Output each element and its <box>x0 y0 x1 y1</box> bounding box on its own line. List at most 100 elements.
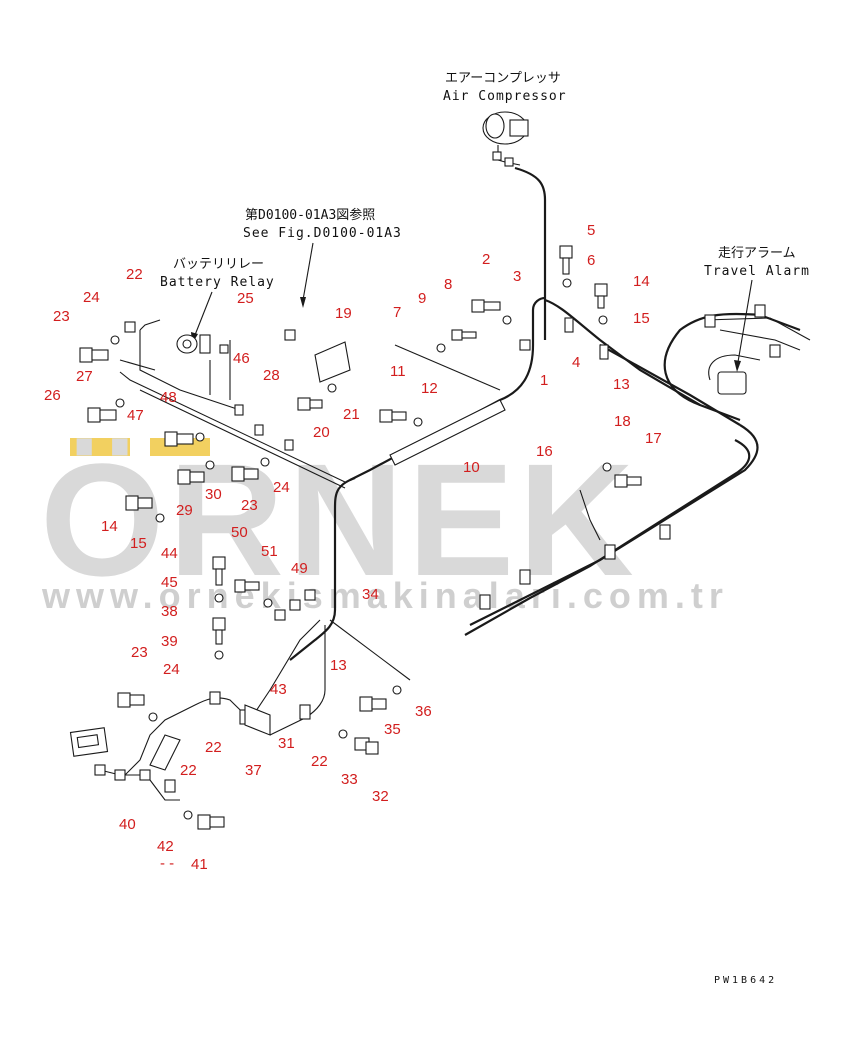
callout-13-lower: 13 <box>330 657 347 674</box>
callout-15-left: 15 <box>130 535 147 552</box>
callout-49: 49 <box>291 560 308 577</box>
callout-26: 26 <box>44 387 61 404</box>
callout-18: 18 <box>614 413 631 430</box>
bolt-26 <box>87 407 117 423</box>
callout-36: 36 <box>415 703 432 720</box>
callout-8: 8 <box>444 276 452 293</box>
callout-6: 6 <box>587 252 595 269</box>
drawing-code: PW1B642 <box>714 975 777 986</box>
bolt-20 <box>297 397 323 411</box>
bolt-23-lower <box>117 692 145 708</box>
battery-relay <box>176 334 211 354</box>
callout-numbers: 1 2 3 4 5 6 7 8 9 10 11 12 13 14 14 15 1… <box>44 222 662 873</box>
travel-alarm-label-jp: 走行アラーム <box>718 246 796 261</box>
callout-29: 29 <box>176 502 193 519</box>
callout-30: 30 <box>205 486 222 503</box>
callout-21: 21 <box>343 406 360 423</box>
callout-3: 3 <box>513 268 521 285</box>
callout-20: 20 <box>313 424 330 441</box>
callout-24-lower: 24 <box>163 661 180 678</box>
callout-2: 2 <box>482 251 490 268</box>
lamp-unit <box>69 727 109 757</box>
callout-24-mid: 24 <box>273 479 290 496</box>
callout-22-bottom: 22 <box>311 753 328 770</box>
callout-37: 37 <box>245 762 262 779</box>
bolt-14-left <box>125 495 153 511</box>
bolt-32 <box>354 737 379 755</box>
callout-22-top: 22 <box>126 266 143 283</box>
callout-14-right: 14 <box>633 273 650 290</box>
bolt-2 <box>471 299 501 313</box>
callout-12: 12 <box>421 380 438 397</box>
callout-47: 47 <box>127 407 144 424</box>
air-compressor-label-jp: エアーコンプレッサ <box>445 71 561 86</box>
see-fig-label-jp: 第D0100-01A3図参照 <box>245 207 375 223</box>
callout-19: 19 <box>335 305 352 322</box>
callout-38: 38 <box>161 603 178 620</box>
callout-17: 17 <box>645 430 662 447</box>
callout-1: 1 <box>540 372 548 389</box>
bolt-17 <box>614 474 642 488</box>
bolt-29 <box>177 469 205 485</box>
fasteners <box>79 245 642 830</box>
clamps-and-brackets <box>149 304 781 771</box>
bolt-48 <box>164 431 194 447</box>
air-compressor <box>482 111 547 340</box>
callout-34: 34 <box>362 586 379 603</box>
battery-relay-label-en: Battery Relay <box>160 275 275 290</box>
callout-35: 35 <box>384 721 401 738</box>
callout-23-lower: 23 <box>131 644 148 661</box>
callout-11: 11 <box>390 363 406 380</box>
callout-41: 41 <box>191 856 208 873</box>
watermark-accent-1 <box>70 438 130 456</box>
callout-16: 16 <box>536 443 553 460</box>
see-fig-label-en: See Fig.D0100-01A3 <box>243 226 402 241</box>
callout-9: 9 <box>418 290 426 307</box>
callout-33: 33 <box>341 771 358 788</box>
callout-23-top: 23 <box>53 308 70 325</box>
callout-42: 42 <box>157 838 174 855</box>
bolt-44 <box>212 556 226 586</box>
bolt-27 <box>79 347 109 363</box>
bolt-11 <box>379 409 407 423</box>
callout-4: 4 <box>572 354 580 371</box>
wiring-harness <box>99 296 811 801</box>
bolt-38 <box>212 617 226 645</box>
callout-15-right: 15 <box>633 310 650 327</box>
callout-44: 44 <box>161 545 178 562</box>
callout-27: 27 <box>76 368 93 385</box>
callout-51: 51 <box>261 543 278 560</box>
bolt-14-right <box>594 283 608 309</box>
dash-mark: - - <box>160 855 174 872</box>
watermark-brand: ÖRNEK <box>40 430 638 609</box>
callout-43: 43 <box>270 681 287 698</box>
bolt-50 <box>234 579 260 593</box>
callout-22-lower: 22 <box>180 762 197 779</box>
callout-14-left: 14 <box>101 518 118 535</box>
watermark: ÖRNEK www.ornekismakinalari.com.tr <box>40 430 729 616</box>
callout-40: 40 <box>119 816 136 833</box>
travel-alarm <box>708 354 761 395</box>
callout-45: 45 <box>161 574 178 591</box>
callout-28: 28 <box>263 367 280 384</box>
callout-32: 32 <box>372 788 389 805</box>
watermark-url: www.ornekismakinalari.com.tr <box>41 575 729 616</box>
callout-5: 5 <box>587 222 595 239</box>
callout-24-top: 24 <box>83 289 100 306</box>
components <box>69 321 761 793</box>
callout-13-right: 13 <box>613 376 630 393</box>
bolt-41 <box>197 814 225 830</box>
air-compressor-label-en: Air Compressor <box>443 89 567 104</box>
bolt-23-mid <box>231 466 259 482</box>
callout-31: 31 <box>278 735 295 752</box>
callout-25: 25 <box>237 290 254 307</box>
battery-relay-label-jp: バッテリリレー <box>173 257 264 272</box>
callout-10: 10 <box>463 459 480 476</box>
callout-22-lower-left: 22 <box>205 739 222 756</box>
bolt-8 <box>451 329 477 341</box>
travel-alarm-label-en: Travel Alarm <box>704 264 810 279</box>
bolt-35 <box>359 696 387 712</box>
callout-46: 46 <box>233 350 250 367</box>
bolt-5 <box>559 245 573 275</box>
